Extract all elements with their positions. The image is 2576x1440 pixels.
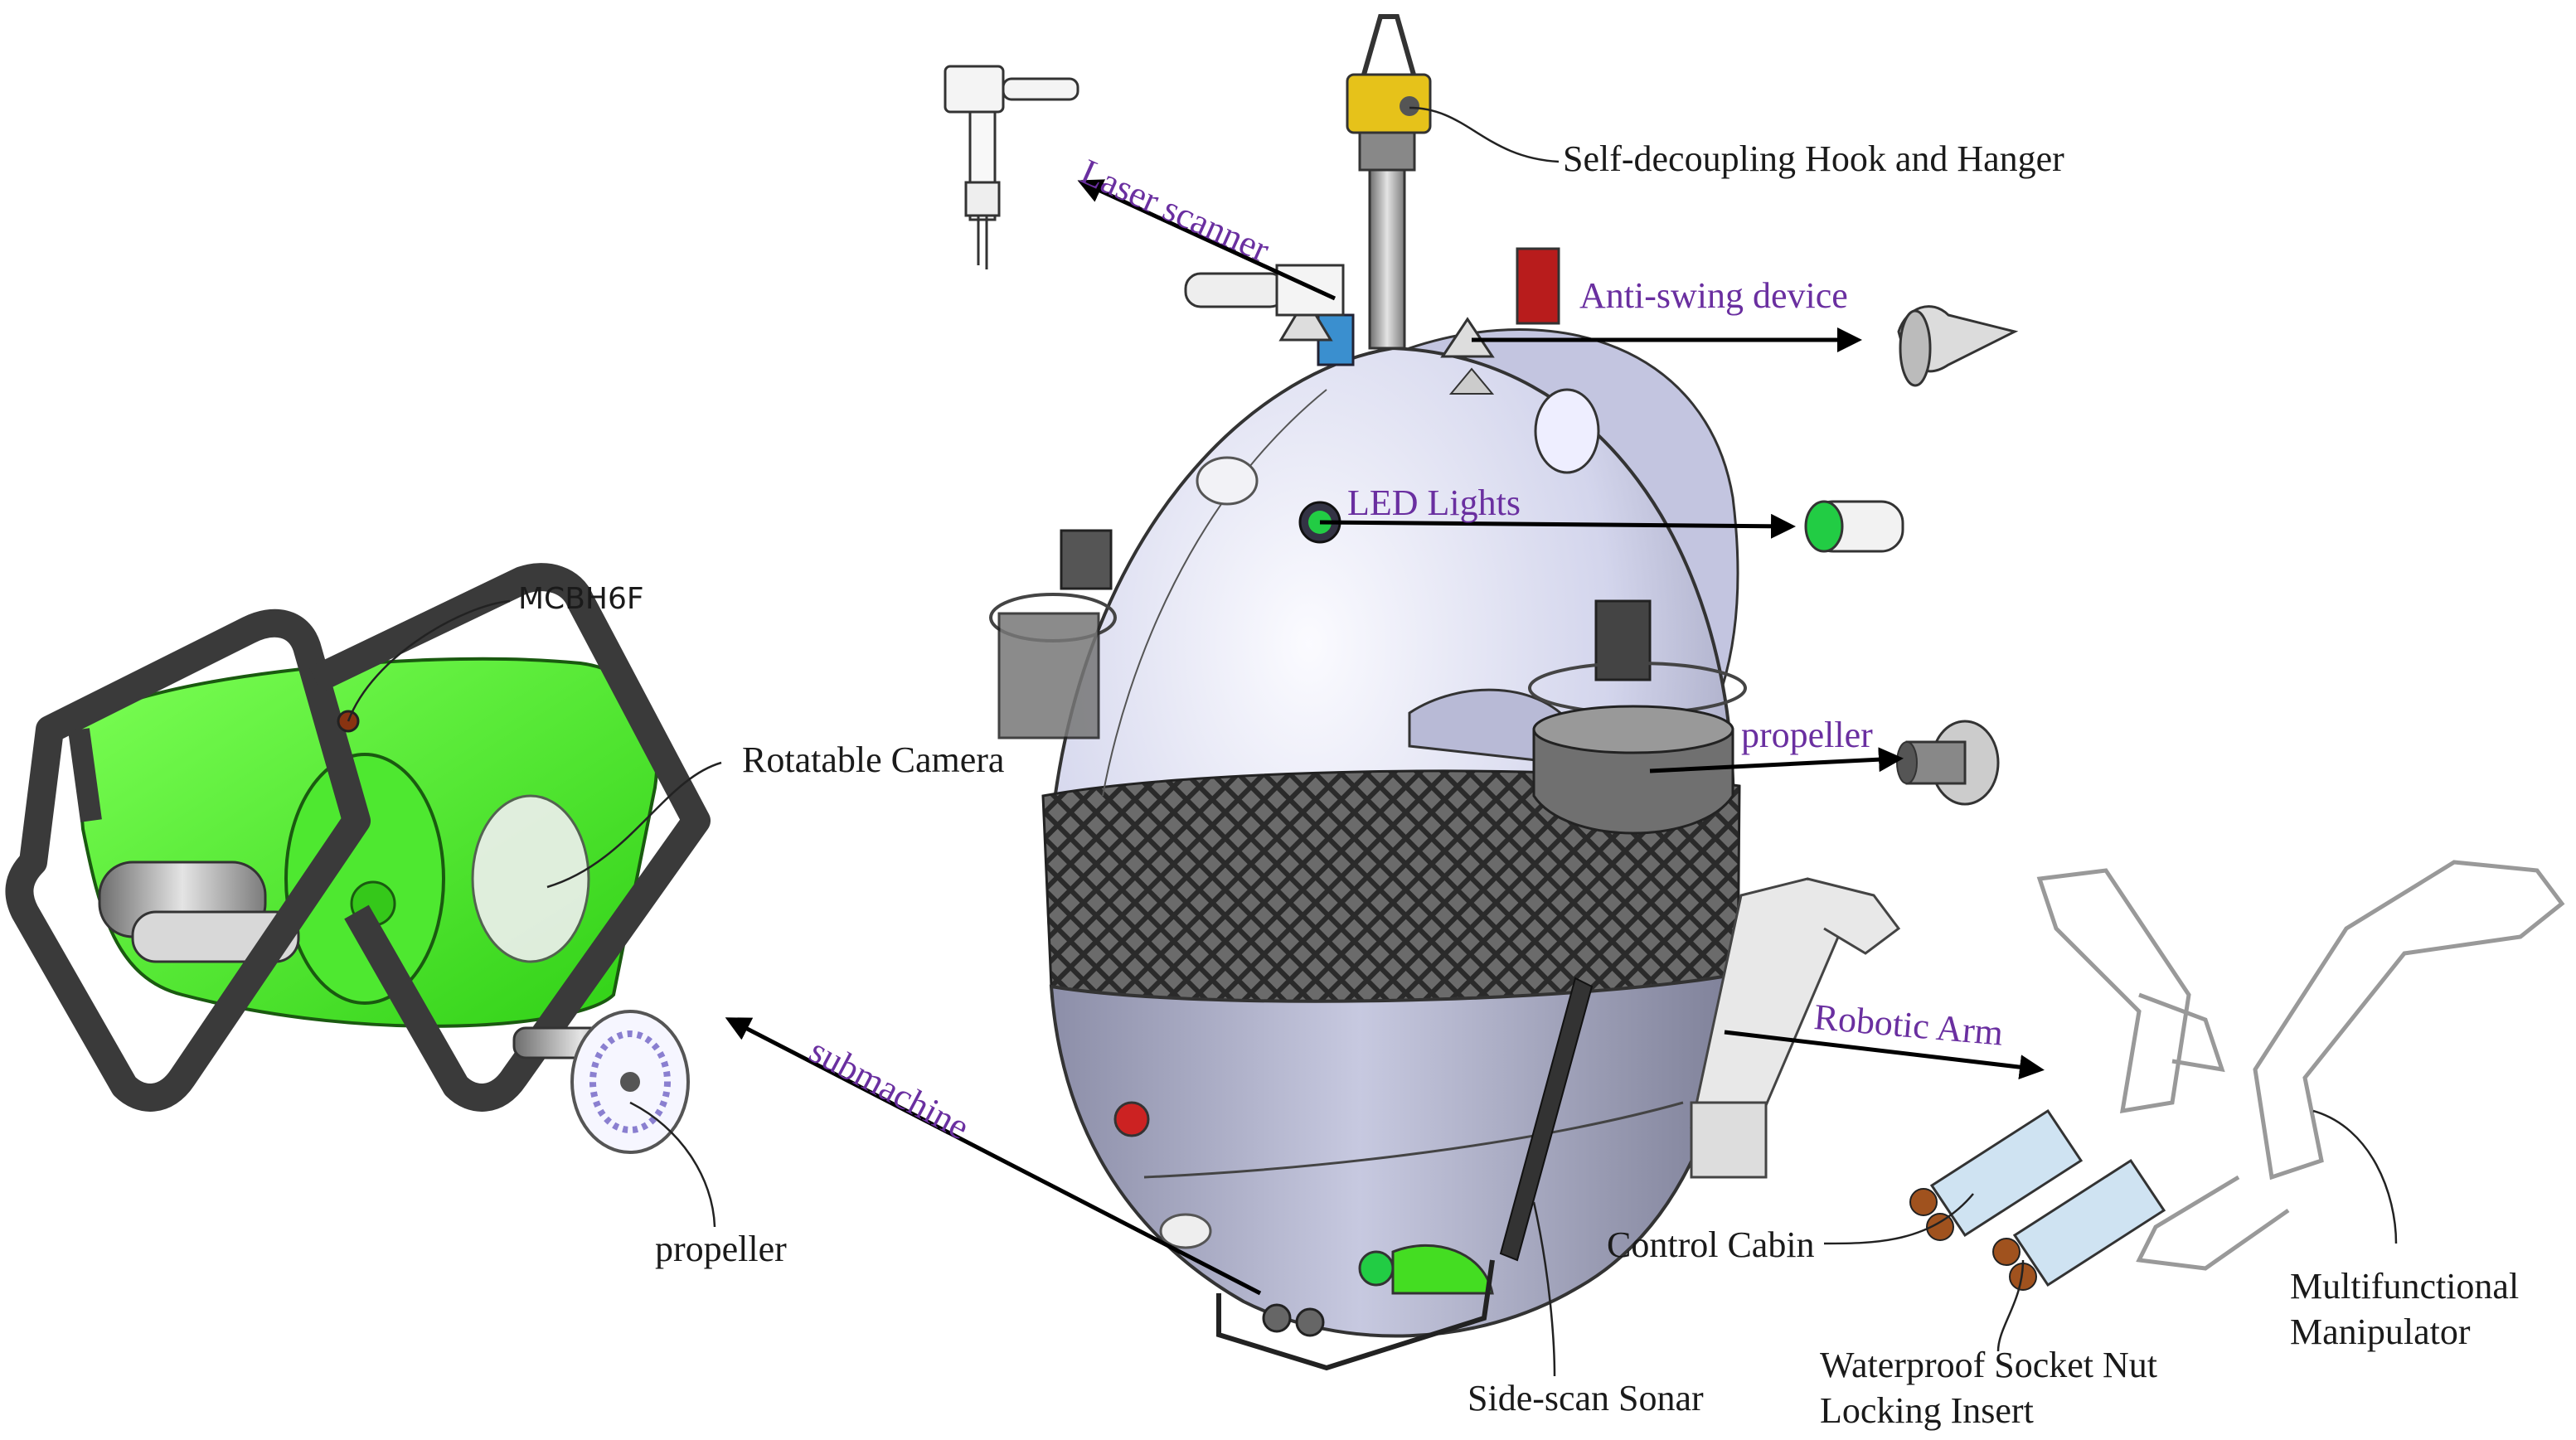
leader-camera (546, 761, 722, 889)
arrow-propeller (1649, 747, 1904, 773)
label-led: LED Lights (1347, 482, 1521, 523)
main-vehicle (989, 14, 1901, 1371)
arrows (725, 179, 2045, 1296)
label-mcbh: MCBH6F (518, 582, 644, 616)
label-camera: Rotatable Camera (742, 739, 1005, 780)
label-hook: Self-decoupling Hook and Hanger (1563, 138, 2064, 179)
leader-cabin (1823, 1193, 1974, 1245)
submachine-drawing (5, 563, 711, 1154)
leader-multi (2312, 1109, 2398, 1244)
label-locking-insert: Locking Insert (1820, 1390, 2034, 1431)
label-control-cabin: Control Cabin (1607, 1224, 1815, 1265)
arrow-robotic-arm (1724, 1030, 2045, 1080)
exploded-parts (944, 65, 2565, 1291)
leader-sonar (1532, 1201, 1556, 1377)
label-manipulator: Manipulator (2290, 1312, 2471, 1352)
label-sonar: Side-scan Sonar (1467, 1378, 1704, 1418)
leader-mcbh (347, 599, 511, 722)
arrow-led (1319, 513, 1796, 539)
label-antiswing: Anti-swing device (1579, 275, 1848, 316)
label-multifunctional: Multifunctional (2290, 1266, 2520, 1307)
label-propeller-sub: propeller (655, 1229, 787, 1269)
arrow-laser (1077, 179, 1337, 301)
arrow-submachine (725, 1017, 1262, 1296)
leader-socket (1996, 1259, 2025, 1352)
label-waterproof-socket: Waterproof Socket Nut (1820, 1345, 2157, 1385)
leader-lines (347, 106, 2398, 1377)
control-cabin-part (1909, 1108, 2166, 1291)
label-propeller-main: propeller (1741, 715, 1873, 755)
leader-hook (1409, 106, 1560, 163)
leader-prop-sub (629, 1101, 716, 1228)
